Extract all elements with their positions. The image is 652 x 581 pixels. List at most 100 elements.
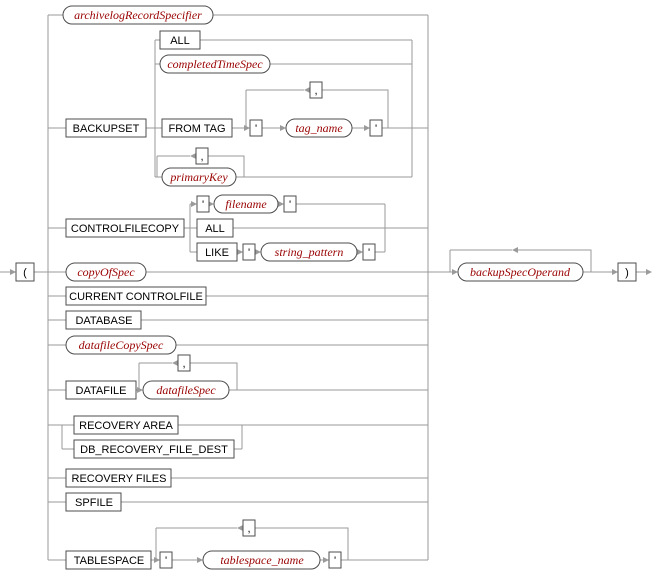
- datafile-copy-spec-shape: [65, 335, 177, 355]
- lparen-label: (: [23, 267, 27, 279]
- controlfilecopy-label: CONTROLFILECOPY: [71, 223, 180, 235]
- tablespace-name-shape: [202, 550, 321, 570]
- arrow-loop-primarykey: [190, 153, 196, 159]
- arrowheads: [10, 87, 652, 563]
- tablespace-name-label: tablespace_name: [220, 553, 304, 567]
- arrow-tag-name: [280, 125, 286, 131]
- completed-time-spec-label: completedTimeSpec: [167, 57, 263, 71]
- like-quote-close-label: ': [368, 247, 370, 259]
- arrow-filename-q1: [191, 201, 197, 207]
- database-shape: [65, 310, 142, 330]
- archivelog-record-specifier-shape: [62, 5, 214, 25]
- node-string-pattern: string_pattern: [260, 242, 358, 262]
- node-tablespace-name: tablespace_name: [202, 550, 321, 570]
- node-recovery-files: RECOVERY FILES: [65, 468, 172, 488]
- arrow-datafilespec: [137, 387, 143, 393]
- node-tag-name: tag_name: [285, 118, 353, 138]
- datafile-shape: [65, 380, 137, 400]
- node-database: DATABASE: [65, 310, 142, 330]
- from-tag-shape: [161, 118, 233, 138]
- node-tablespace-quote-open: ': [159, 551, 173, 569]
- datafile-comma-shape: [177, 354, 191, 372]
- arrow-exit: [646, 269, 652, 275]
- backup-spec-operand-shape: [457, 262, 584, 282]
- all-backupset-shape: [159, 30, 201, 50]
- arrow-tablespace-q2: [323, 557, 329, 563]
- node-like-quote-close: ': [362, 243, 376, 261]
- lparen-shape: [15, 262, 35, 282]
- node-like-quote-open: ': [242, 243, 256, 261]
- primarykey-shape: [161, 167, 237, 187]
- arrow-tablespace-name: [197, 557, 203, 563]
- arrow-like-q1: [237, 249, 243, 255]
- node-tablespace-quote-close: ': [328, 551, 342, 569]
- row-recovery-area: [48, 424, 428, 450]
- node-datafile-spec: datafileSpec: [142, 380, 230, 400]
- recovery-area-label: RECOVERY AREA: [79, 420, 173, 432]
- loop-primarykey: [156, 155, 245, 177]
- node-completed-time-spec: completedTimeSpec: [159, 54, 271, 74]
- arrow-string-pattern: [255, 249, 261, 255]
- arrow-entry: [10, 269, 16, 275]
- tablespace-quote-close-label: ': [334, 555, 336, 567]
- loop-backupspecoperand: [449, 249, 592, 272]
- loop-tablespace: [155, 527, 349, 560]
- datafile-spec-shape: [142, 380, 230, 400]
- like-quote-open-label: ': [248, 247, 250, 259]
- tablespace-quote-open-shape: [159, 551, 173, 569]
- tag-quote-open-label: ': [255, 123, 257, 135]
- node-tag-comma: ,: [309, 81, 323, 99]
- arrow-filename-q2: [278, 201, 284, 207]
- tag-quote-close-shape: [369, 119, 383, 137]
- filename-label: filename: [225, 197, 267, 211]
- primarykey-comma-shape: [195, 147, 209, 165]
- backupset-label: BACKUPSET: [73, 123, 140, 135]
- datafile-comma-label: ,: [182, 358, 185, 370]
- controlfilecopy-shape: [65, 218, 185, 238]
- tablespace-quote-close-shape: [328, 551, 342, 569]
- node-tablespace-comma: ,: [242, 519, 256, 537]
- like-shape: [196, 242, 238, 262]
- all-controlfilecopy-label: ALL: [205, 223, 225, 235]
- node-datafile-copy-spec: datafileCopySpec: [65, 335, 177, 355]
- node-tag-quote-open: ': [249, 119, 263, 137]
- from-tag-label: FROM TAG: [168, 123, 225, 135]
- primarykey-comma-label: ,: [200, 151, 203, 163]
- node-spfile: SPFILE: [65, 492, 122, 512]
- db-recovery-file-dest-label: DB_RECOVERY_FILE_DEST: [80, 444, 228, 456]
- arrow-loop-tag: [304, 87, 310, 93]
- node-db-recovery-file-dest: DB_RECOVERY_FILE_DEST: [73, 439, 235, 459]
- node-archivelog-record-specifier: archivelogRecordSpecifier: [62, 5, 214, 25]
- like-label: LIKE: [205, 247, 229, 259]
- backupset-shape: [65, 118, 147, 138]
- all-controlfilecopy-shape: [196, 218, 234, 238]
- rparen-shape: [617, 262, 637, 282]
- filename-quote-open-label: ': [202, 199, 204, 211]
- primarykey-label: primaryKey: [169, 170, 228, 184]
- current-controlfile-label: CURRENT CONTROLFILE: [69, 291, 203, 303]
- tag-name-shape: [285, 118, 353, 138]
- node-backupset: BACKUPSET: [65, 118, 147, 138]
- node-copy-of-spec: copyOfSpec: [65, 262, 147, 282]
- recovery-area-shape: [73, 415, 179, 435]
- spfile-label: SPFILE: [75, 497, 113, 509]
- node-controlfilecopy: CONTROLFILECOPY: [65, 218, 185, 238]
- string-pattern-label: string_pattern: [275, 245, 344, 259]
- like-quote-close-shape: [362, 243, 376, 261]
- loop-tag: [245, 89, 389, 128]
- tag-quote-close-label: ': [375, 123, 377, 135]
- filename-quote-open-shape: [196, 195, 210, 213]
- node-backup-spec-operand: backupSpecOperand: [457, 262, 584, 282]
- completed-time-spec-shape: [159, 54, 271, 74]
- arrow-tag-q1: [244, 125, 250, 131]
- datafile-spec-label: datafileSpec: [156, 383, 216, 397]
- node-like: LIKE: [196, 242, 238, 262]
- arrow-tag-q2: [364, 125, 370, 131]
- node-from-tag: FROM TAG: [161, 118, 233, 138]
- rparen-label: ): [625, 267, 629, 279]
- node-primarykey: primaryKey: [161, 167, 237, 187]
- tablespace-comma-shape: [242, 519, 256, 537]
- recovery-files-shape: [65, 468, 172, 488]
